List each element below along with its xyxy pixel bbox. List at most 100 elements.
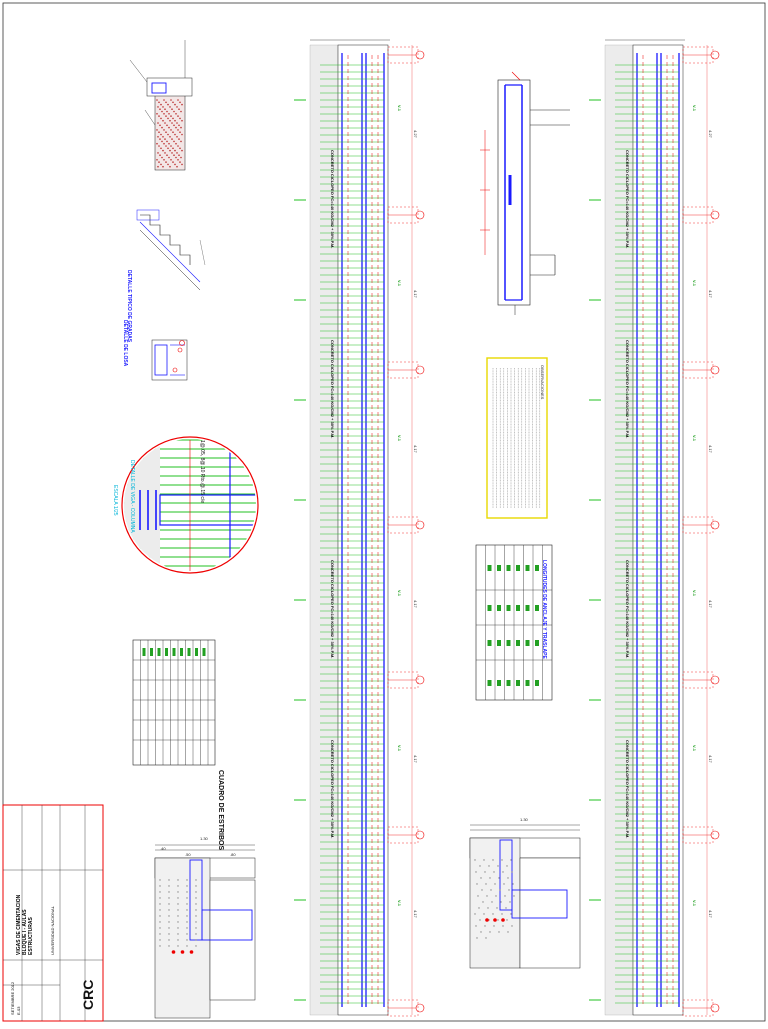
beam1-span-label: 4.17 (413, 755, 418, 763)
aggregate-dot (186, 891, 188, 893)
table-cell-value (506, 640, 511, 646)
rebar-dot (485, 918, 489, 922)
aggregate-dot (186, 933, 188, 935)
column-outline (682, 671, 714, 689)
aggregate-dot (195, 927, 197, 929)
table-cell-value (516, 605, 520, 611)
aggregate-dot (479, 919, 481, 921)
column-outline (682, 361, 714, 379)
sec1-dim-a: .40 (160, 846, 166, 851)
aggregate-dot (511, 925, 513, 927)
beam2-tag: V-1 (692, 900, 697, 907)
table-cell-value (535, 605, 539, 611)
aggregate-dot (477, 895, 479, 897)
aggregate-dot (181, 163, 183, 166)
aggregate-dot (175, 156, 177, 159)
aggregate-dot (500, 901, 502, 903)
aggregate-dot (158, 161, 160, 163)
table-cell-value (506, 565, 511, 571)
aggregate-dot (164, 108, 166, 110)
aggregate-dot (498, 931, 500, 933)
beam2-tag: V-1 (692, 745, 697, 752)
aggregate-dot (158, 145, 160, 147)
sec2-total-dim: 1.30 (520, 817, 528, 822)
beam-concrete-fill (604, 44, 634, 1016)
aggregate-dot (178, 138, 180, 140)
aggregate-dot (513, 895, 515, 897)
aggregate-dot (507, 877, 509, 879)
aggregate-dot (160, 133, 162, 136)
aggregate-dot (507, 931, 509, 933)
aggregate-dot (164, 152, 166, 154)
aggregate-dot (504, 895, 506, 897)
table-cell-value (506, 680, 511, 686)
aggregate-dot (176, 136, 178, 138)
aggregate-dot (165, 145, 167, 147)
aggregate-dot (165, 101, 167, 104)
aggregate-dot (195, 945, 197, 947)
aggregate-dot (499, 889, 501, 891)
table-cell-value (487, 565, 492, 571)
aggregate-dot (168, 909, 170, 911)
aggregate-dot (169, 149, 171, 152)
aggregate-dot (487, 907, 489, 909)
column-outline (387, 206, 419, 224)
aggregate-dot (160, 163, 162, 166)
table-cell-value (157, 648, 161, 656)
aggregate-dot (186, 879, 188, 881)
column-outline (387, 46, 419, 64)
aggregate-dot (177, 921, 179, 923)
aggregate-dot (505, 907, 507, 909)
aggregate-dot (178, 108, 180, 110)
aggregate-dot (159, 945, 161, 947)
aggregate-dot (168, 903, 170, 905)
table-cell-value (535, 565, 539, 571)
beam2-span-label: 4.17 (708, 755, 713, 763)
beam1-span-label: 4.17 (413, 600, 418, 608)
aggregate-dot (177, 129, 179, 131)
sec1-dim-b: .50 (185, 852, 191, 857)
aggregate-dot (186, 909, 188, 911)
aggregate-dot (502, 871, 504, 873)
aggregate-dot (163, 113, 165, 115)
aggregate-dot (195, 933, 197, 935)
stair-detail (136, 209, 206, 291)
aggregate-dot (177, 939, 179, 941)
rebar-dot (493, 918, 497, 922)
beam2-span-label: 4.17 (708, 600, 713, 608)
aggregate-dot (165, 131, 167, 133)
aggregate-dot (167, 117, 169, 120)
aggregate-dot (491, 901, 493, 903)
aggregate-dot (174, 163, 176, 166)
aggregate-dot (173, 140, 175, 143)
aggregate-dot (165, 161, 167, 163)
aggregate-dot (177, 885, 179, 887)
aggregate-dot (168, 933, 170, 935)
axis-marker (710, 520, 720, 530)
aggregate-dot (173, 110, 175, 113)
aggregate-dot (195, 903, 197, 905)
aggregate-dot (179, 147, 181, 150)
beam2-span-label: 4.17 (708, 445, 713, 453)
beam1-concrete-note: CONCRETO CICLOPEO FC=140 KG/CM2 + 30% P.… (330, 340, 335, 439)
aggregate-dot (171, 138, 173, 140)
aggregate-dot (178, 154, 180, 156)
beam-concrete-fill (309, 44, 339, 1016)
aggregate-dot (501, 913, 503, 915)
aggregate-dot (158, 131, 160, 133)
table-cell-value (506, 605, 511, 611)
aggregate-dot (483, 913, 485, 915)
aggregate-dot (195, 891, 197, 893)
beam1-span-label: 4.27 (413, 130, 418, 138)
axis-marker (710, 50, 720, 60)
notes-title: OBSERVACIONES (540, 365, 545, 400)
aggregate-dot (170, 99, 172, 101)
beam1-concrete-note: CONCRETO CICLOPEO FC=140 KG/CM2 + 30% P.… (330, 740, 335, 839)
column-outline (682, 516, 714, 534)
anchorage-table-title: LONGITUDES DE ANCLAJE Y TRASLAPE (541, 560, 547, 659)
aggregate-dot (157, 165, 159, 168)
slab-detail (151, 339, 188, 381)
table-cell-value (525, 640, 530, 646)
aggregate-dot (475, 925, 477, 927)
